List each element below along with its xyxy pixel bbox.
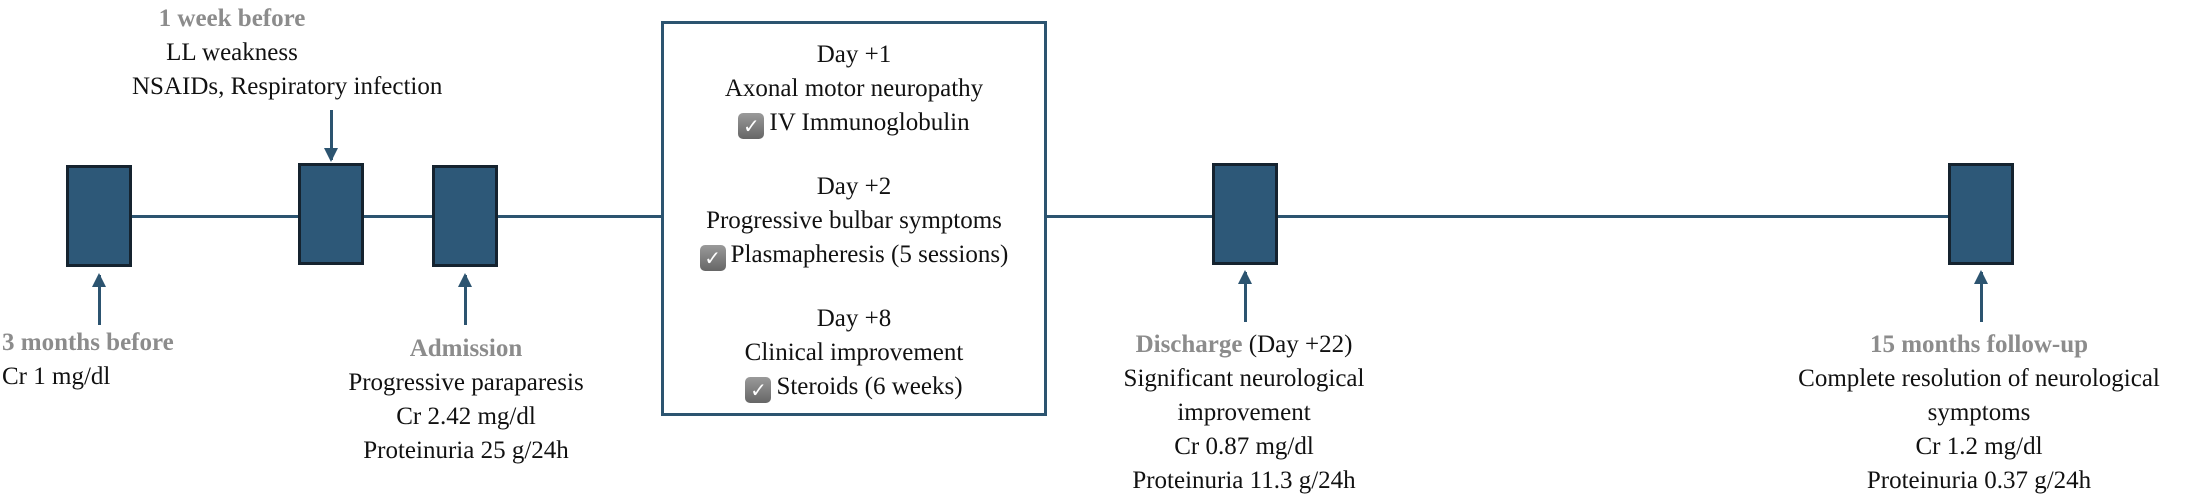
day-8-treatment: Steroids (6 weeks) <box>776 373 963 400</box>
arrow-up-discharge <box>1238 270 1252 322</box>
day-8-label: Day +8 <box>816 305 892 332</box>
timeline-node-discharge <box>1212 163 1278 265</box>
timeline-segment-2 <box>364 215 434 218</box>
timeline-segment-5 <box>1278 215 1950 218</box>
day-2-label: Day +2 <box>816 173 892 200</box>
day-1-treatment: IV Immunoglobulin <box>769 109 970 136</box>
text-cr-1-2: Cr 1.2 mg/dl <box>1915 433 2043 460</box>
arrow-up-admission <box>458 273 472 325</box>
checkbox-checked-icon: ✓ <box>699 245 726 271</box>
label-3-months-before: 3 months before Cr 1 mg/dl <box>2 326 174 394</box>
timeline-segment-4 <box>1045 215 1215 218</box>
day-1-treatment-line: ✓IV Immunoglobulin <box>664 106 1044 140</box>
day-2-treatment-line: ✓Plasmapheresis (5 sessions) <box>664 238 1044 272</box>
day-8-treatment-line: ✓Steroids (6 weeks) <box>664 370 1044 404</box>
timeline-node-3-months-before <box>66 165 132 267</box>
arrow-up-3-months <box>92 273 106 325</box>
title-admission: Admission <box>409 335 523 362</box>
title-1-week-before: 1 week before <box>158 5 306 32</box>
day-2-group: Day +2 Progressive bulbar symptoms ✓Plas… <box>664 170 1044 272</box>
timeline-node-15-months <box>1948 163 2014 265</box>
checkbox-checked-icon: ✓ <box>745 377 772 403</box>
label-15-months: 15 months follow-up Complete resolution … <box>1777 328 2181 498</box>
text-symptoms: symptoms <box>1927 399 2031 426</box>
text-proteinuria-11-3: Proteinuria 11.3 g/24h <box>1132 467 1356 494</box>
title-15-months: 15 months follow-up <box>1869 331 2089 358</box>
discharge-title-line: Discharge (Day +22) <box>1074 328 1414 362</box>
label-admission: Admission Progressive paraparesis Cr 2.4… <box>306 332 626 468</box>
arrow-down-1-week <box>324 110 338 162</box>
timeline-segment-3 <box>498 215 663 218</box>
hospital-course-box: Day +1 Axonal motor neuropathy ✓IV Immun… <box>661 21 1047 416</box>
day-2-treatment: Plasmapheresis (5 sessions) <box>730 241 1009 268</box>
text-complete-resolution: Complete resolution of neurological <box>1798 365 2160 392</box>
day-8-group: Day +8 Clinical improvement ✓Steroids (6… <box>664 302 1044 404</box>
day-1-group: Day +1 Axonal motor neuropathy ✓IV Immun… <box>664 38 1044 140</box>
text-nsaids: NSAIDs, Respiratory infection <box>132 73 443 100</box>
text-cr-1: Cr 1 mg/dl <box>2 363 111 390</box>
day-2-finding: Progressive bulbar symptoms <box>706 207 1002 234</box>
timeline-node-admission <box>432 165 498 267</box>
day-1-finding: Axonal motor neuropathy <box>724 75 984 102</box>
text-cr-2-42: Cr 2.42 mg/dl <box>396 403 536 430</box>
title-discharge: Discharge <box>1135 331 1243 358</box>
arrow-up-followup <box>1974 270 1988 322</box>
label-1-week-before: 1 week before LL weakness NSAIDs, Respir… <box>132 2 443 104</box>
timeline-node-1-week-before <box>298 163 364 265</box>
text-progressive-paraparesis: Progressive paraparesis <box>348 369 584 396</box>
text-significant-neurological: Significant neurological <box>1123 365 1365 392</box>
text-proteinuria-25: Proteinuria 25 g/24h <box>363 437 569 464</box>
day-8-finding: Clinical improvement <box>744 339 964 366</box>
text-improvement: improvement <box>1177 399 1311 426</box>
text-cr-0-87: Cr 0.87 mg/dl <box>1174 433 1314 460</box>
discharge-day: (Day +22) <box>1242 331 1353 358</box>
text-ll-weakness: LL weakness <box>166 39 298 66</box>
label-discharge: Discharge (Day +22) Significant neurolog… <box>1074 328 1414 498</box>
checkbox-checked-icon: ✓ <box>738 113 765 139</box>
text-proteinuria-0-37: Proteinuria 0.37 g/24h <box>1866 467 2092 494</box>
timeline-segment-1 <box>131 215 301 218</box>
title-3-months-before: 3 months before <box>2 329 174 356</box>
day-1-label: Day +1 <box>816 41 892 68</box>
